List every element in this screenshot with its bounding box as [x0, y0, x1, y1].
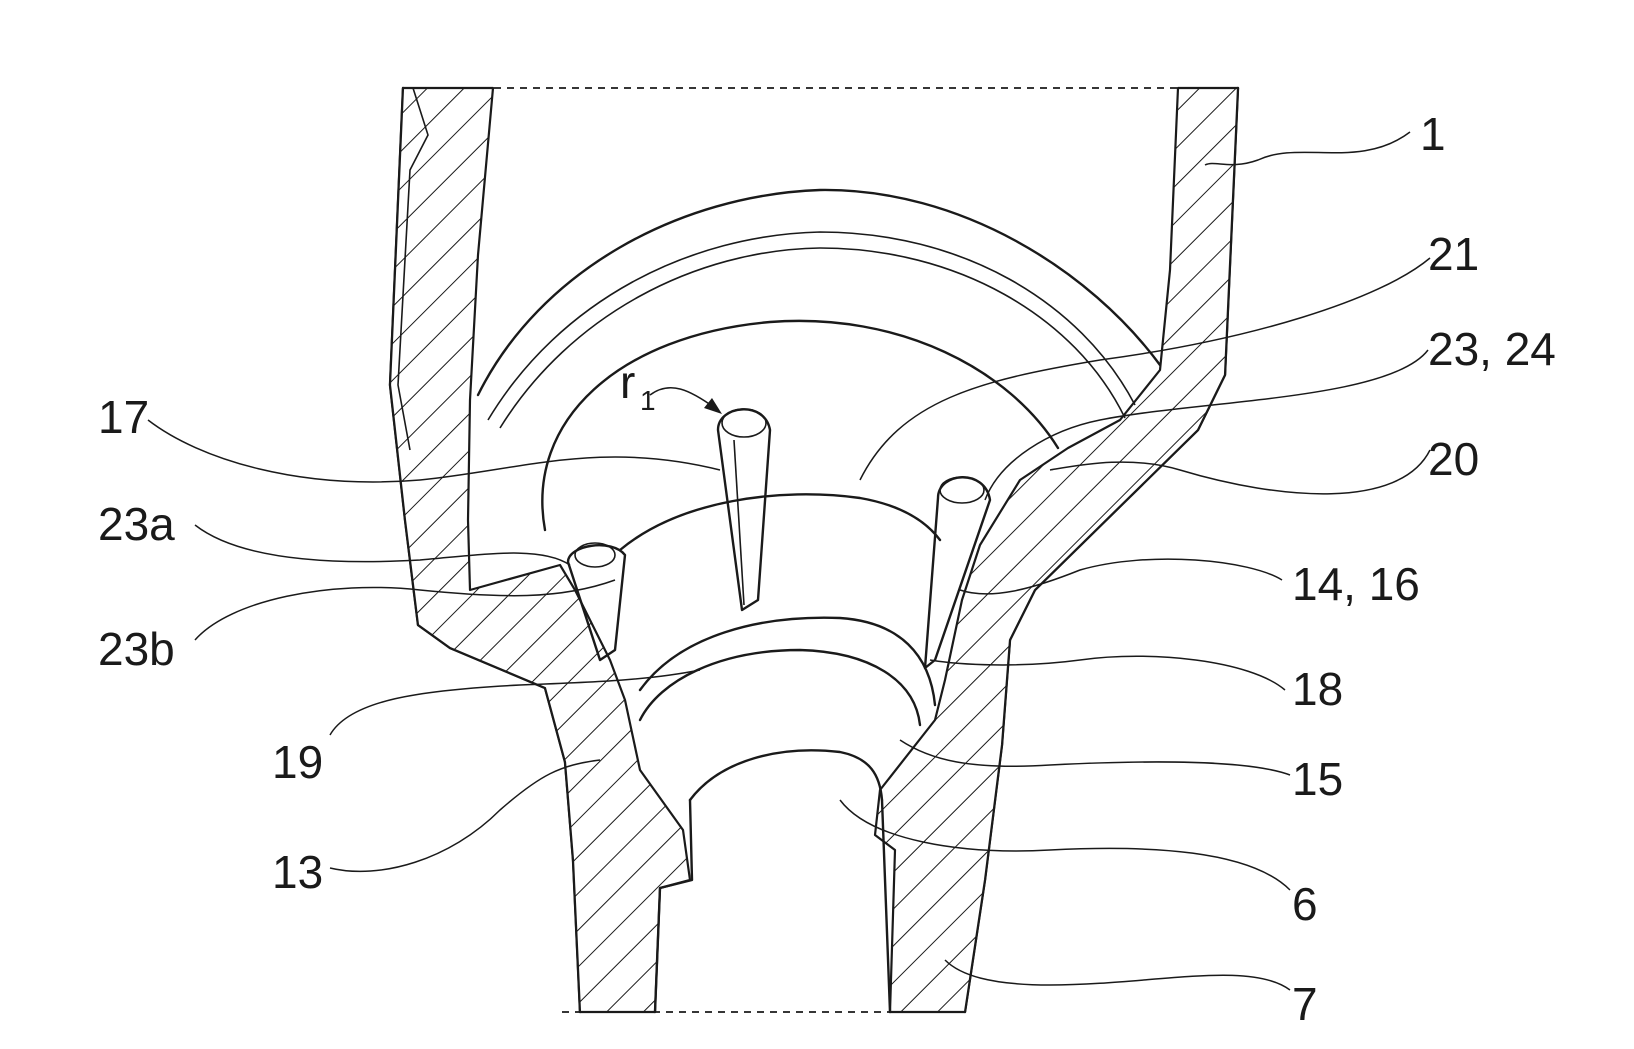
label-17: 17 — [98, 391, 149, 443]
label-23-24: 23, 24 — [1428, 323, 1556, 375]
label-19: 19 — [272, 736, 323, 788]
conical-seat-rim — [640, 618, 935, 705]
label-21: 21 — [1428, 228, 1479, 280]
label-r: r — [620, 356, 635, 408]
leader-13 — [330, 760, 600, 871]
conical-seat-inner — [640, 650, 920, 725]
label-6: 6 — [1292, 878, 1318, 930]
leader-r1-arrow — [704, 398, 722, 414]
label-r-subscript: 1 — [640, 385, 656, 416]
label-18: 18 — [1292, 663, 1343, 715]
wall-section-left — [390, 88, 690, 1012]
label-1: 1 — [1420, 108, 1446, 160]
label-14-16: 14, 16 — [1292, 558, 1420, 610]
inner-ring — [620, 494, 940, 550]
leader-7 — [945, 960, 1290, 990]
inner-dome — [542, 321, 1058, 530]
label-23b: 23b — [98, 623, 175, 675]
label-7: 7 — [1292, 978, 1318, 1030]
label-13: 13 — [272, 846, 323, 898]
leader-r1 — [650, 388, 715, 408]
outer-dome-rim — [488, 232, 1135, 420]
outer-dome — [478, 190, 1160, 395]
label-20: 20 — [1428, 433, 1479, 485]
rib-front — [718, 409, 770, 610]
outlet-bore-top — [690, 750, 882, 800]
wall-section-right — [875, 88, 1238, 1012]
outer-dome-rim-2 — [500, 248, 1125, 428]
leader-23a — [195, 525, 570, 565]
label-15: 15 — [1292, 753, 1343, 805]
leader-19 — [330, 670, 700, 735]
label-23a: 23a — [98, 498, 175, 550]
